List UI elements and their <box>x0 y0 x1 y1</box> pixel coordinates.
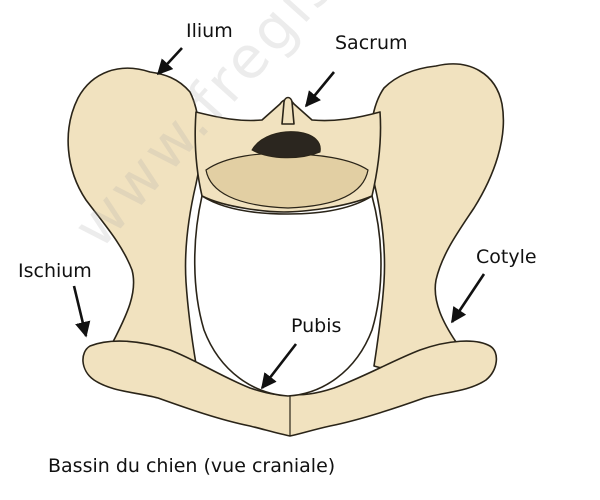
label-cotyle: Cotyle <box>476 246 537 268</box>
pelvic-inlet <box>193 194 382 397</box>
vertebral-canal <box>251 131 321 159</box>
pubis-ischium-floor <box>82 340 498 437</box>
label-ischium: Ischium <box>18 260 92 282</box>
arrow-ischium <box>72 285 91 338</box>
left-ilium-bone <box>67 67 202 376</box>
right-ilium-bone <box>369 63 505 378</box>
arrow-ilium <box>156 47 183 76</box>
label-sacrum: Sacrum <box>335 32 408 54</box>
arrow-sacrum <box>304 71 336 108</box>
arrow-pubis <box>260 343 298 390</box>
spinous-process <box>281 96 295 125</box>
label-pubis: Pubis <box>291 315 342 337</box>
arrow-cotyle <box>450 273 486 324</box>
figure-caption: Bassin du chien (vue craniale) <box>48 455 336 477</box>
label-ilium: Ilium <box>186 20 233 42</box>
